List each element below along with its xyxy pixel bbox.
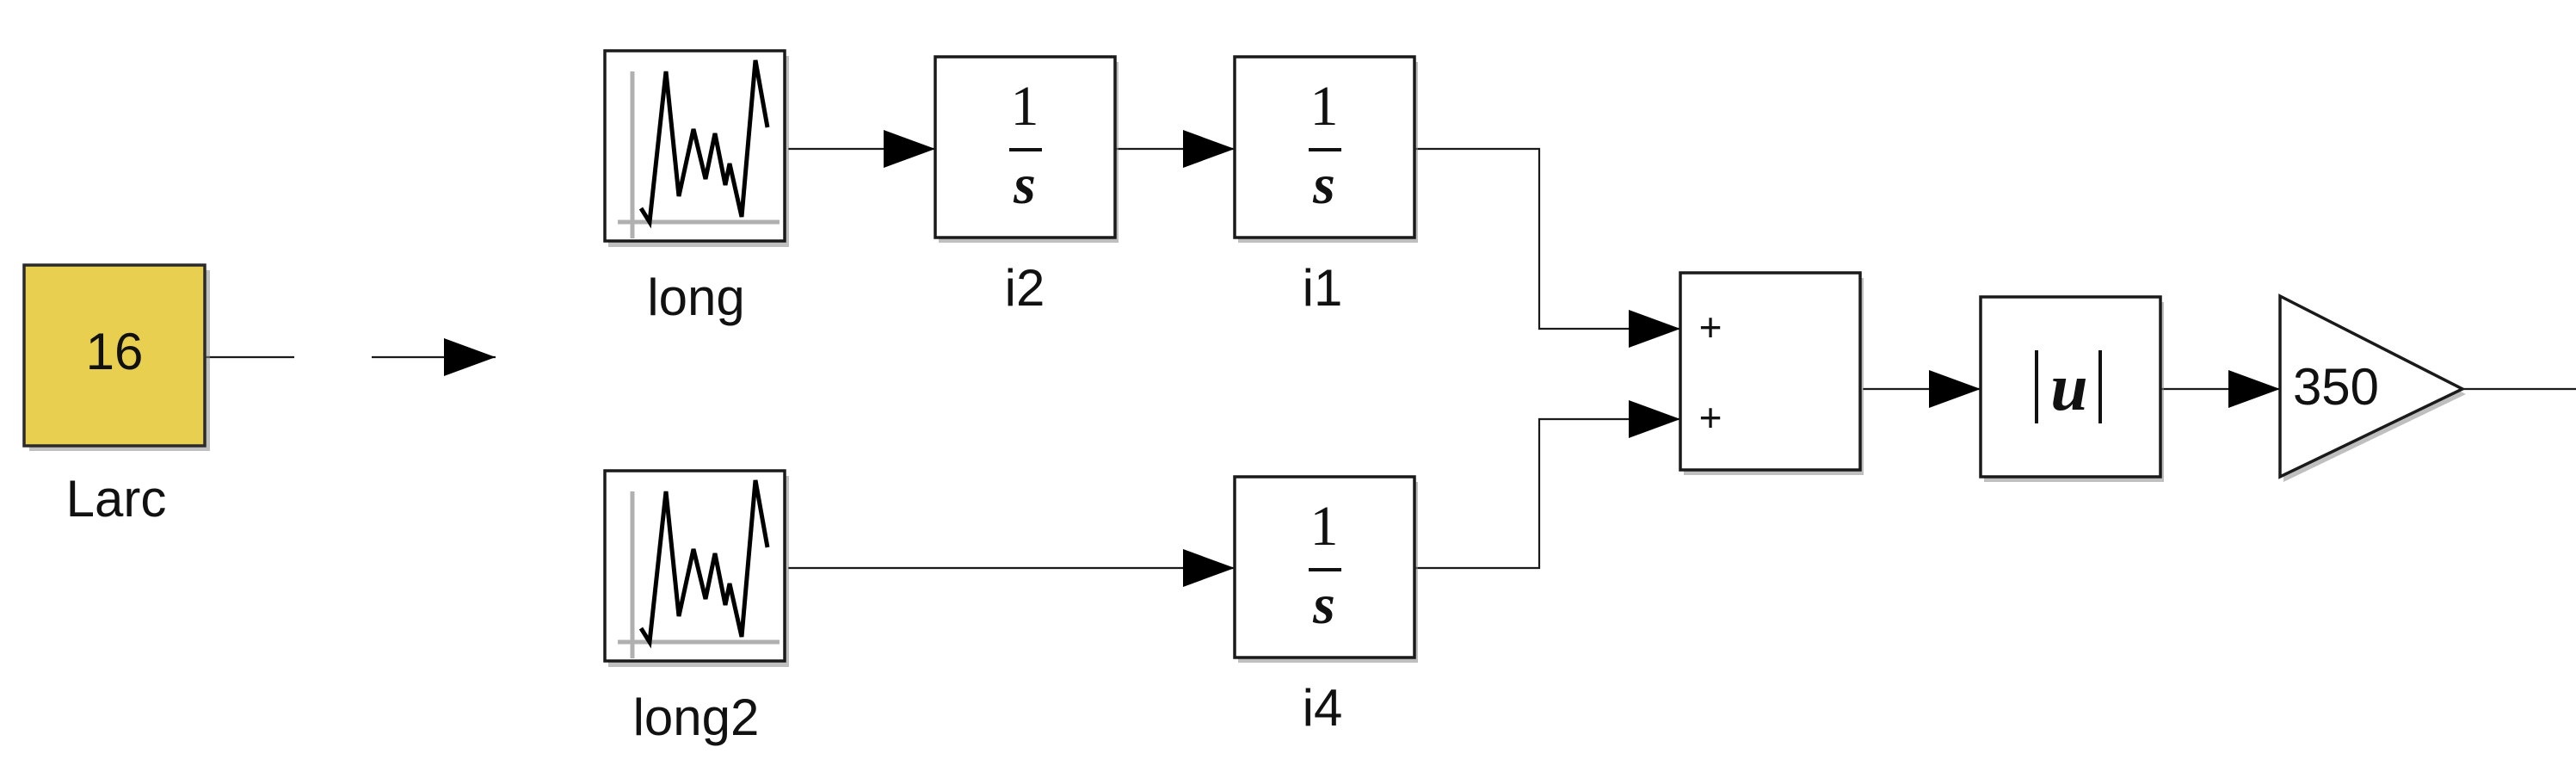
sum-sign-2: + [1699, 395, 1722, 440]
gain-value: 350 [2293, 358, 2379, 416]
integrator-i1-numerator: 1 [1310, 75, 1339, 138]
integrator-block-i1[interactable]: 1 s [1233, 55, 1418, 243]
integrator-i1-denominator: s [1312, 153, 1335, 216]
sum-block[interactable]: + + [1679, 271, 1864, 475]
source-long2-label: long2 [633, 688, 760, 746]
integrator-i4-numerator: 1 [1310, 495, 1339, 558]
integrator-i2-numerator: 1 [1011, 75, 1039, 138]
integrator-i4-denominator: s [1312, 573, 1335, 636]
signal-wires [206, 130, 2576, 587]
random-source-block-long2[interactable] [603, 469, 789, 667]
wire-i4-to-sum[interactable] [1414, 400, 1680, 570]
source-long-label: long [647, 269, 744, 326]
integrator-i2-label: i2 [1005, 259, 1045, 317]
integrator-i2-denominator: s [1013, 153, 1036, 216]
constant-label: Larc [66, 470, 167, 528]
abs-block[interactable]: u [1979, 295, 2164, 482]
random-signal-icon [618, 59, 780, 238]
integrator-i4-label: i4 [1303, 679, 1343, 737]
integrator-i1-label: i1 [1303, 259, 1343, 317]
constant-block[interactable]: 16 [22, 263, 210, 451]
integrator-block-i2[interactable]: 1 s [934, 55, 1119, 243]
abs-input-symbol: u [2050, 349, 2087, 424]
sum-sign-1: + [1699, 305, 1722, 349]
constant-value: 16 [86, 323, 144, 380]
gain-block[interactable]: 350 [2278, 293, 2466, 482]
random-source-block-long[interactable] [603, 49, 789, 247]
wire-i1-to-sum[interactable] [1414, 147, 1680, 348]
random-signal-icon [618, 479, 780, 658]
integrator-block-i4[interactable]: 1 s [1233, 475, 1418, 663]
